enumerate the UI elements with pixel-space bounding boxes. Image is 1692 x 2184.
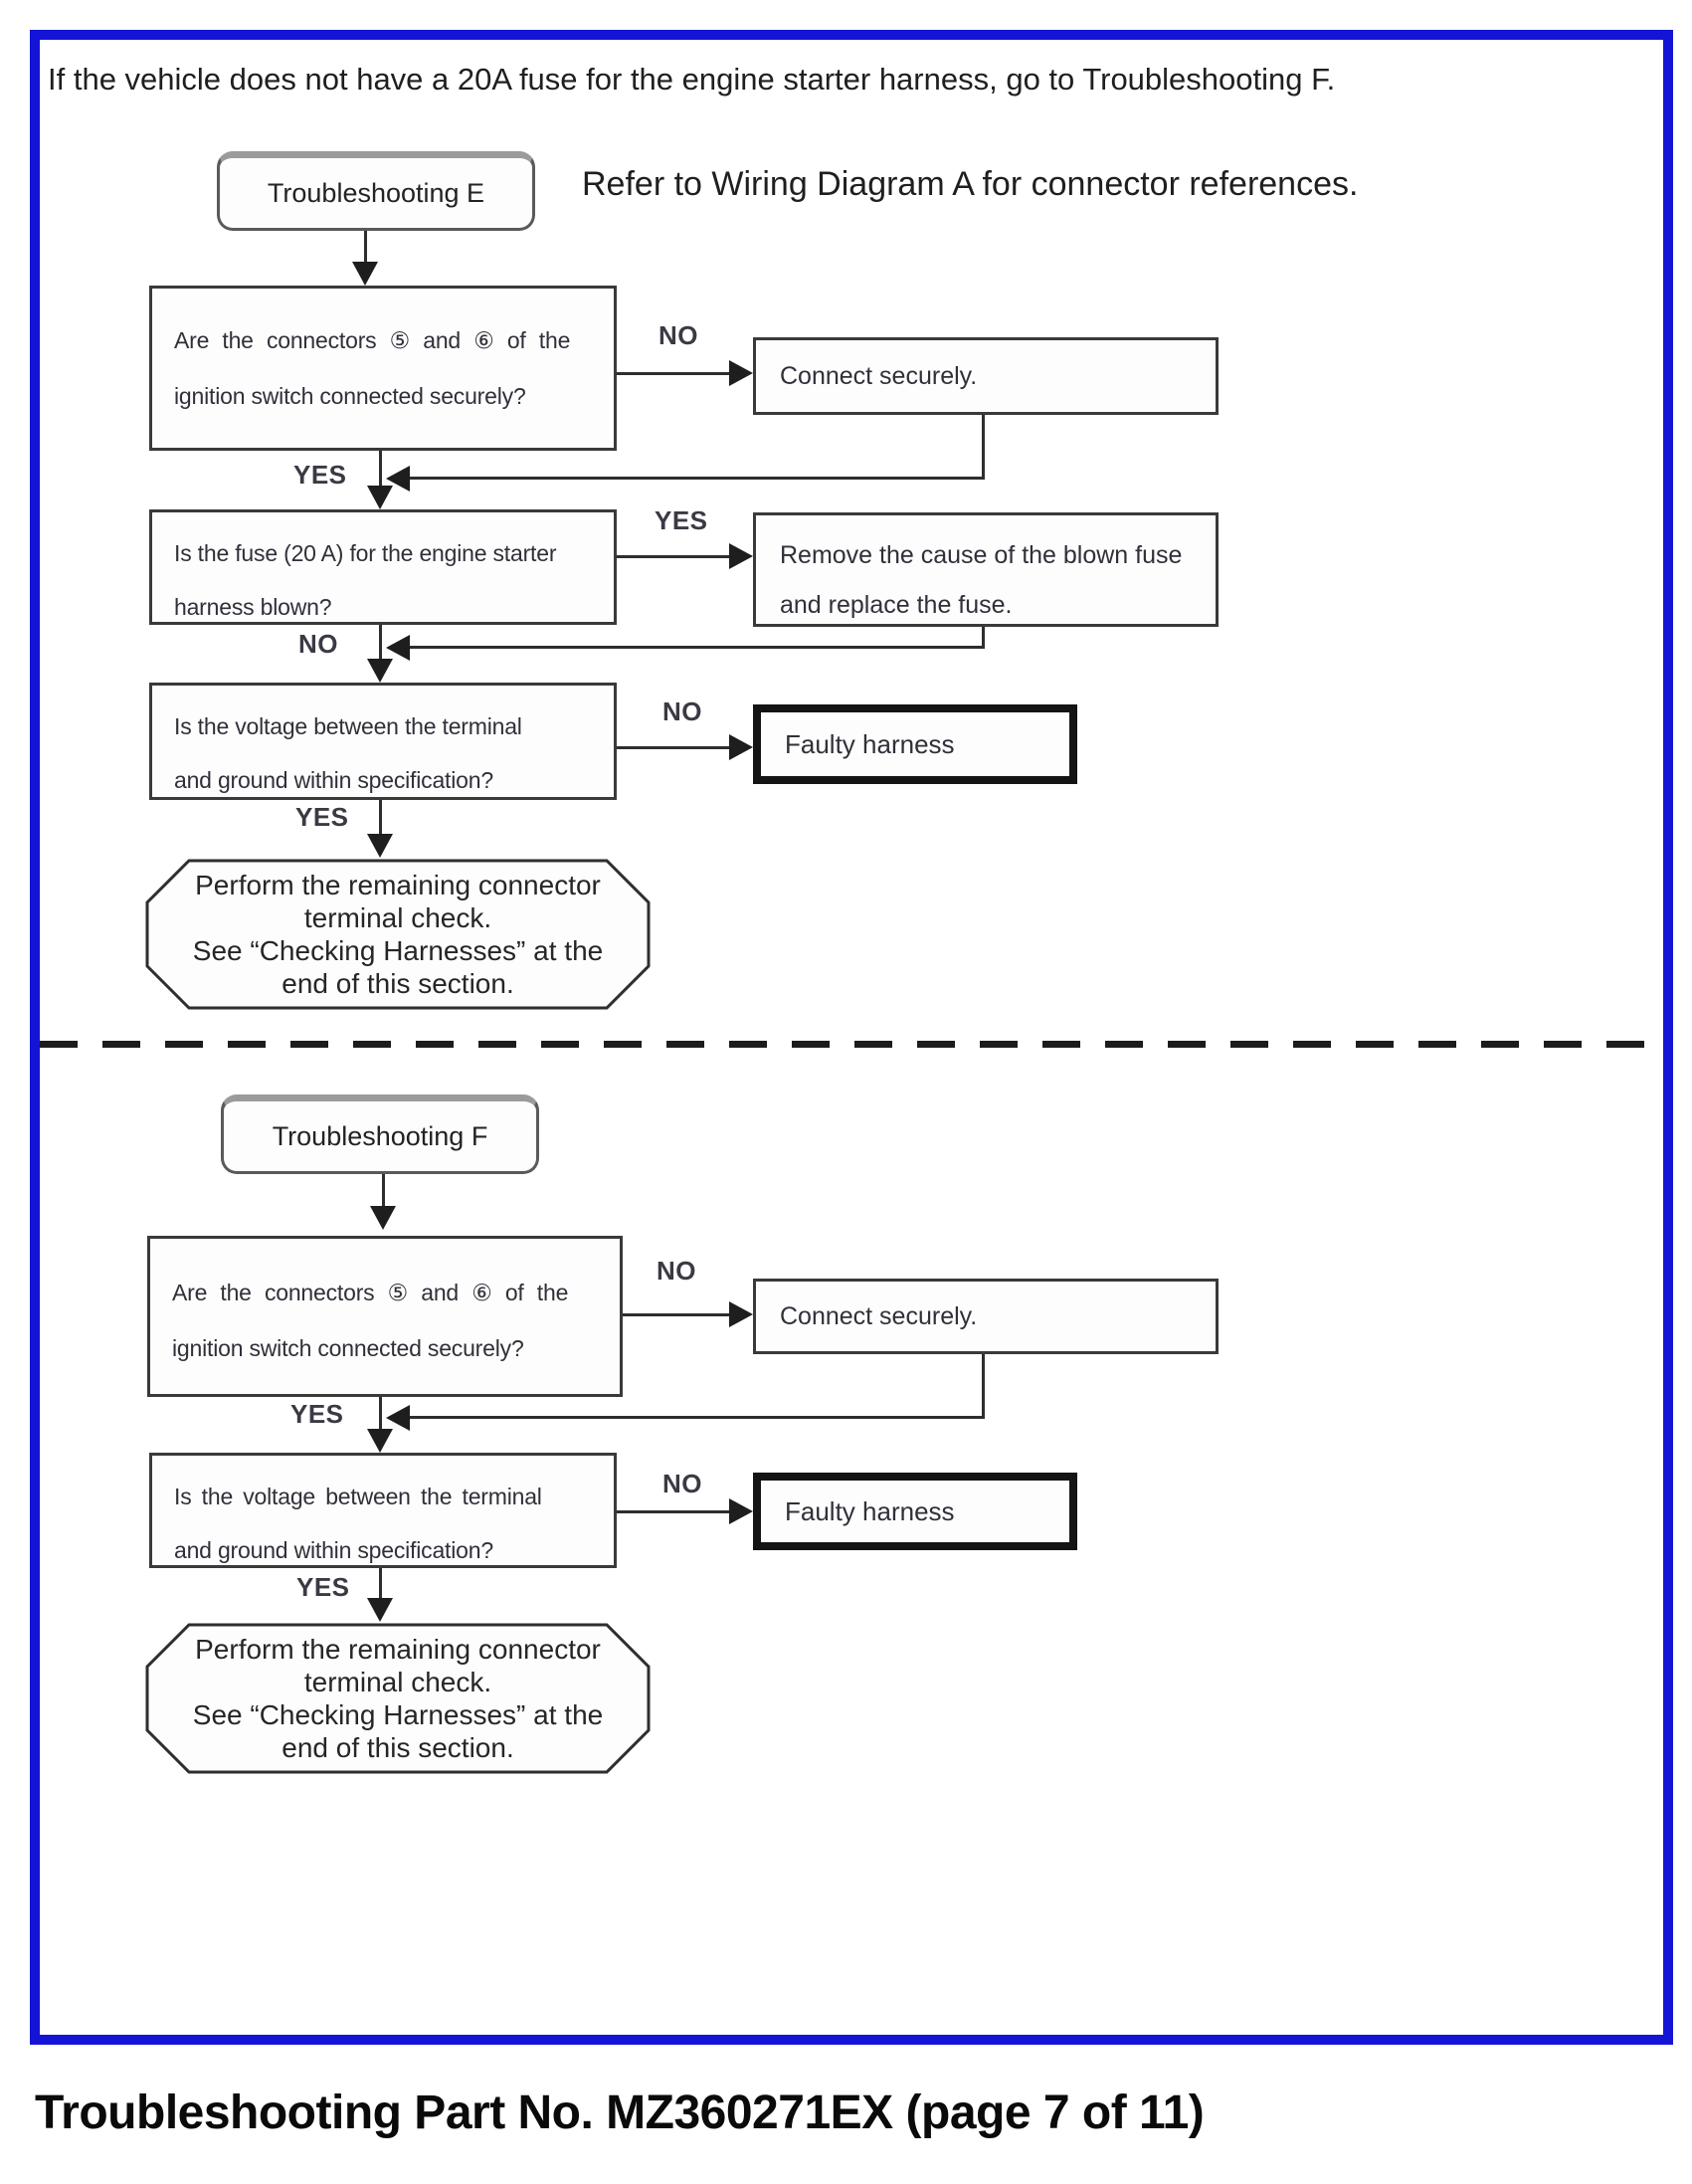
terminal-shape [145,859,651,1010]
action-replace-fuse-e: Remove the cause of the blown fuse and r… [753,512,1219,627]
no-label: NO [658,320,698,350]
question-line: Is the voltage between the terminal [174,1484,542,1509]
action-text: Connect securely. [780,361,978,390]
arrow-down-icon [370,1206,396,1230]
question-line: harness blown? [174,594,332,620]
yes-label: YES [655,505,708,535]
arrow-down-icon [367,486,393,509]
question-line: and ground within specification? [174,1537,493,1563]
intro-text: If the vehicle does not have a 20A fuse … [48,62,1336,97]
flow-line [623,1313,731,1316]
wiring-diagram-note: Refer to Wiring Diagram A for connector … [582,165,1359,203]
question-line: Are the connectors ⑤ and ⑥ of the [172,1280,569,1305]
page-border-frame [30,30,1673,2045]
flow-line [982,1354,985,1419]
arrow-left-icon [386,1405,410,1431]
terminal-line: end of this section. [282,1732,514,1763]
terminal-shape [145,1623,651,1774]
terminal-line: Perform the remaining connector [195,870,601,900]
terminal-line: terminal check. [303,1667,492,1697]
result-faulty-harness-f: Faulty harness [753,1473,1077,1550]
flow-line [379,451,382,491]
flow-line [617,746,731,749]
question-line: Is the voltage between the terminal [174,713,522,739]
flow-line [379,800,382,836]
terminal-line: end of this section. [282,968,514,999]
result-faulty-harness-e: Faulty harness [753,704,1077,784]
arrow-right-icon [729,734,753,760]
arrow-right-icon [729,543,753,569]
yes-label: YES [296,1572,350,1602]
terminal-line: See “Checking Harnesses” at the [192,1699,604,1730]
question-line: Are the connectors ⑤ and ⑥ of the [174,327,571,353]
result-text: Faulty harness [785,1495,955,1526]
troubleshooting-f-title: Troubleshooting F [272,1120,488,1151]
yes-label: YES [295,802,349,832]
no-label: NO [662,1469,702,1498]
question-line: and ground within specification? [174,767,493,793]
terminal-check-f: Perform the remaining connector terminal… [144,1622,652,1775]
question-voltage-e: Is the voltage between the terminal and … [149,683,617,800]
arrow-right-icon [729,360,753,386]
dashed-divider [40,1041,1656,1048]
no-label: NO [662,696,702,726]
troubleshooting-e-title: Troubleshooting E [267,177,485,208]
flow-line [382,1174,385,1208]
terminal-line: terminal check. [303,902,492,933]
question-voltage-f: Is the voltage between the terminal and … [149,1453,617,1568]
flow-line [379,625,382,661]
action-connect-securely-f: Connect securely. [753,1279,1219,1354]
question-line: ignition switch connected securely? [174,383,526,409]
question-line: ignition switch connected securely? [172,1335,524,1361]
flow-line [408,646,985,649]
arrow-right-icon [729,1498,753,1524]
terminal-line: Perform the remaining connector [195,1634,601,1665]
page-caption: Troubleshooting Part No. MZ360271EX (pag… [35,2086,1205,2139]
action-text: Connect securely. [780,1301,978,1330]
arrow-down-icon [367,1598,393,1622]
question-line: Is the fuse (20 A) for the engine starte… [174,540,557,566]
question-fuse-e: Is the fuse (20 A) for the engine starte… [149,509,617,625]
flow-line [617,372,731,375]
arrow-down-icon [352,262,378,286]
troubleshooting-e-title-box: Troubleshooting E [217,151,535,231]
flow-line [379,1397,382,1431]
arrow-down-icon [367,834,393,858]
question-connectors-e: Are the connectors ⑤ and ⑥ of the igniti… [149,286,617,451]
flow-line [982,415,985,480]
arrow-right-icon [729,1301,753,1327]
action-line: and replace the fuse. [780,591,1013,619]
flow-line [617,1510,731,1513]
yes-label: YES [293,460,347,490]
flow-line [408,1416,985,1419]
action-line: Remove the cause of the blown fuse [780,541,1183,569]
yes-label: YES [290,1399,344,1429]
question-connectors-f: Are the connectors ⑤ and ⑥ of the igniti… [147,1236,623,1397]
arrow-down-icon [367,1429,393,1453]
no-label: NO [657,1256,696,1286]
terminal-check-e: Perform the remaining connector terminal… [144,858,652,1011]
arrow-left-icon [386,635,410,661]
flow-line [364,231,367,265]
arrow-down-icon [367,659,393,683]
flow-line [617,555,731,558]
action-connect-securely-e: Connect securely. [753,337,1219,415]
terminal-line: See “Checking Harnesses” at the [192,935,604,966]
result-text: Faulty harness [785,728,955,759]
flow-line [982,627,985,649]
flow-line [379,1568,382,1602]
troubleshooting-f-title-box: Troubleshooting F [221,1094,539,1174]
flow-line [408,477,985,480]
no-label: NO [298,629,338,659]
